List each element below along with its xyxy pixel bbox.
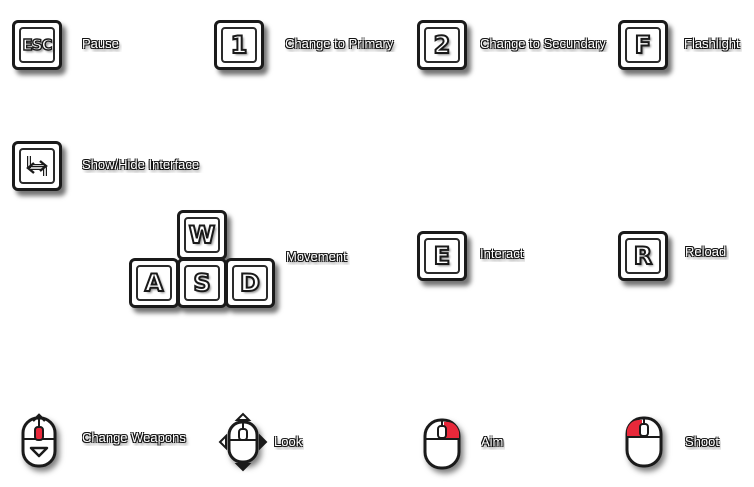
key-glyph: D bbox=[239, 269, 261, 297]
key-glyph: R bbox=[633, 242, 654, 270]
key-d: D bbox=[225, 258, 275, 308]
key-face: F bbox=[625, 27, 661, 63]
key-glyph: 1 bbox=[230, 31, 249, 59]
show-hide-interface-label: Show/Hide Interface bbox=[82, 157, 200, 172]
mouse-move-icon bbox=[218, 412, 268, 472]
key-a: A bbox=[129, 258, 179, 308]
key-face: 2 bbox=[424, 27, 460, 63]
look-label: Look bbox=[274, 434, 303, 449]
key-glyph: A bbox=[144, 269, 165, 297]
interface-key bbox=[12, 141, 62, 191]
key-face: E bbox=[424, 238, 460, 274]
pause-label: Pause bbox=[82, 36, 119, 51]
esc-key: ESC bbox=[12, 20, 62, 70]
change-secondary-label: Change to Secundary bbox=[480, 36, 606, 51]
movement-label: Movement bbox=[286, 249, 347, 264]
interact-label: Interact bbox=[480, 246, 524, 261]
key-face: A bbox=[136, 265, 172, 301]
mouse-left-click-icon bbox=[625, 416, 663, 468]
reload-label: Reload bbox=[685, 244, 727, 259]
change-primary-label: Change to Primary bbox=[285, 36, 394, 51]
key-2: 2 bbox=[417, 20, 467, 70]
key-glyph: F bbox=[634, 31, 652, 59]
key-f: F bbox=[618, 20, 668, 70]
swap-arrows-icon bbox=[26, 156, 48, 176]
key-e: E bbox=[417, 231, 467, 281]
key-face: 1 bbox=[221, 27, 257, 63]
key-glyph: 2 bbox=[433, 31, 452, 59]
key-glyph: ESC bbox=[22, 35, 53, 54]
flashlight-label: Flashlight bbox=[684, 36, 740, 51]
key-s: S bbox=[177, 258, 227, 308]
aim-label: Aim bbox=[481, 434, 504, 449]
key-r: R bbox=[618, 231, 668, 281]
key-face: S bbox=[184, 265, 220, 301]
mouse-right-click-icon bbox=[423, 418, 461, 470]
mouse-scroll-icon bbox=[21, 413, 57, 468]
key-glyph: S bbox=[192, 269, 211, 297]
key-1: 1 bbox=[214, 20, 264, 70]
shoot-label: Shoot bbox=[685, 434, 719, 449]
key-glyph: E bbox=[433, 242, 451, 270]
key-face: W bbox=[184, 217, 220, 253]
key-face bbox=[19, 148, 55, 184]
key-face: R bbox=[625, 238, 661, 274]
key-glyph: W bbox=[188, 221, 217, 249]
key-face: D bbox=[232, 265, 268, 301]
key-w: W bbox=[177, 210, 227, 260]
key-face: ESC bbox=[19, 27, 55, 63]
change-weapons-label: Change Weapons bbox=[82, 430, 186, 445]
